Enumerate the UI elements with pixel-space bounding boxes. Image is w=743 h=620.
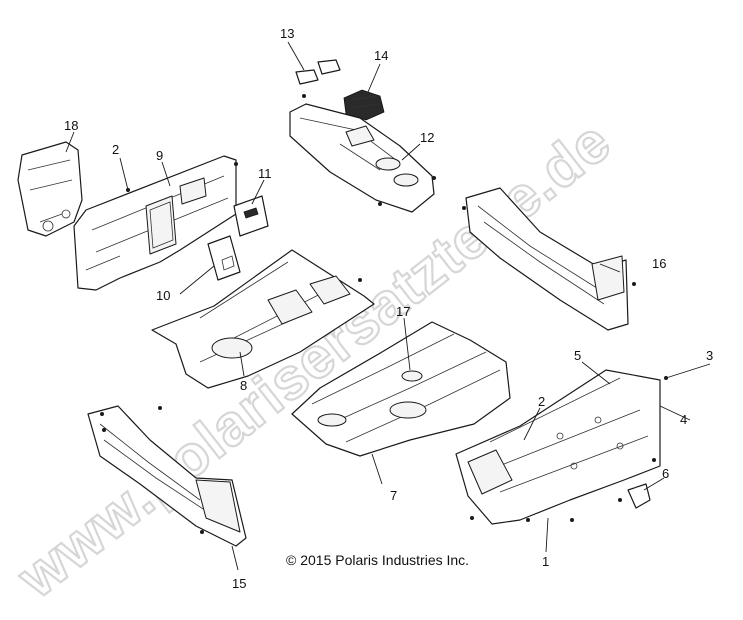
watermark-text: www.polarisersatzteile.de xyxy=(5,108,623,611)
callout-4: 4 xyxy=(680,412,687,427)
callout-15: 15 xyxy=(232,576,246,591)
callout-labels: 13 14 12 18 2 9 11 10 16 8 17 3 5 4 2 7 … xyxy=(64,26,713,591)
part-1-rear-floor xyxy=(455,369,661,525)
callout-5: 5 xyxy=(574,348,581,363)
part-15-rocker-left xyxy=(87,405,247,547)
part-10-panel xyxy=(207,235,241,281)
callout-14: 14 xyxy=(374,48,388,63)
part-12-console xyxy=(289,103,435,213)
fasteners xyxy=(100,94,668,534)
part-8-floor-pan xyxy=(151,249,375,389)
callout-18: 18 xyxy=(64,118,78,133)
part-9-front-panel xyxy=(73,155,237,291)
callout-12: 12 xyxy=(420,130,434,145)
part-7-floor-tub xyxy=(291,321,511,457)
callout-2-lower: 2 xyxy=(538,394,545,409)
callout-6: 6 xyxy=(662,466,669,481)
part-6-bracket xyxy=(627,483,651,509)
callout-1: 1 xyxy=(542,554,549,569)
callout-7: 7 xyxy=(390,488,397,503)
callout-8: 8 xyxy=(240,378,247,393)
part-16-rocker-right xyxy=(465,187,629,331)
callout-16: 16 xyxy=(652,256,666,271)
copyright-notice: © 2015 Polaris Industries Inc. xyxy=(286,552,469,568)
callout-10: 10 xyxy=(156,288,170,303)
part-13-pads xyxy=(295,59,341,85)
part-11-plate xyxy=(233,195,269,237)
callout-3: 3 xyxy=(706,348,713,363)
callout-11: 11 xyxy=(258,166,272,181)
part-18-side-panel xyxy=(17,141,83,237)
callout-9: 9 xyxy=(156,148,163,163)
callout-2-upper: 2 xyxy=(112,142,119,157)
callout-13: 13 xyxy=(280,26,294,41)
leader-lines xyxy=(65,41,711,571)
callout-17: 17 xyxy=(396,304,410,319)
